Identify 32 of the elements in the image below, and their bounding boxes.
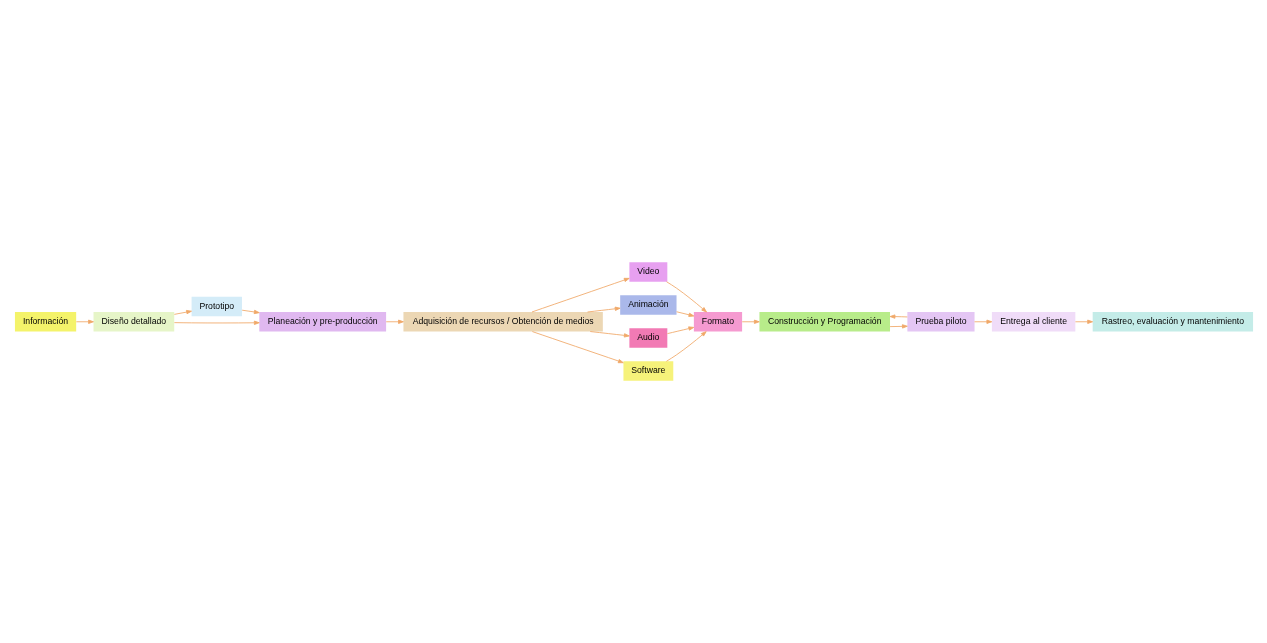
arrow — [889, 324, 908, 329]
node-box: Construcción y Programación — [758, 312, 890, 332]
arrow — [666, 326, 694, 335]
arrow — [385, 319, 404, 324]
node-box: Entrega al cliente — [991, 312, 1075, 332]
arrow — [741, 319, 760, 324]
node-box: Animación — [619, 295, 677, 315]
node-box: Prueba piloto — [906, 312, 975, 332]
arrow — [973, 319, 992, 324]
arrow — [173, 309, 192, 315]
node-box: Diseño detallado — [93, 312, 174, 332]
node-box: Prototipo — [191, 296, 242, 317]
arrow — [665, 281, 707, 313]
arrow — [889, 314, 908, 319]
node-box: Planeación y pre-producción — [258, 312, 386, 332]
arrow — [589, 331, 630, 338]
arrow — [241, 309, 260, 315]
arrow — [531, 331, 624, 364]
arrow — [675, 311, 694, 317]
node-box: Audio — [628, 328, 667, 348]
arrow — [531, 277, 630, 313]
arrow — [586, 306, 621, 313]
node-box: Software — [622, 361, 673, 381]
node-box: Formato — [693, 312, 742, 332]
arrow — [665, 331, 707, 362]
arrow — [1074, 319, 1093, 324]
node-box: Rastreo, evaluación y mantenimiento — [1092, 312, 1253, 332]
node-box: Información — [14, 312, 76, 332]
node-box: Video — [628, 262, 667, 282]
node-box: Adquisición de recursos / Obtención de medios — [402, 312, 603, 332]
arrow — [173, 320, 260, 325]
arrow — [75, 319, 94, 324]
